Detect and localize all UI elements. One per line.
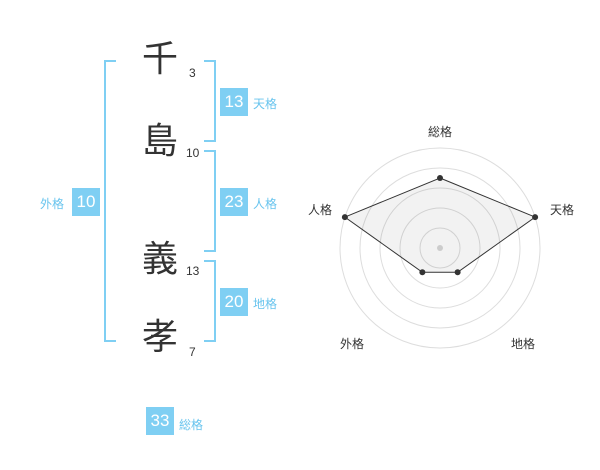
name-char-2: 島: [141, 121, 178, 162]
chikaku-label: 地格: [253, 297, 278, 311]
stroke-count-3: 13: [186, 264, 200, 278]
radar-point-0: [437, 175, 443, 181]
name-char-1: 千: [141, 39, 178, 80]
radar-ring: [399, 207, 481, 289]
radar-ring: [419, 227, 461, 269]
tenkaku-label: 天格: [253, 97, 278, 111]
radar-center: [437, 245, 443, 251]
radar-ring: [359, 167, 521, 329]
radar-point-3: [419, 269, 426, 276]
name-char-3: 義: [141, 239, 178, 280]
radar-point-1: [532, 214, 539, 221]
name-char-4: 孝: [141, 317, 178, 358]
radar-point-4: [341, 214, 348, 221]
jinkaku-value: 23: [220, 188, 248, 216]
tenkaku-value: 13: [220, 88, 248, 116]
stroke-count-1: 3: [189, 66, 196, 80]
stroke-count-2: 10: [186, 146, 200, 160]
soukaku-value: 33: [146, 407, 174, 435]
gaikaku-bracket: [104, 60, 116, 342]
soukaku-label: 総格: [179, 418, 204, 432]
jinkaku-label: 人格: [253, 197, 278, 211]
radar-label-tenkaku: 天格: [550, 203, 575, 217]
radar-ring: [379, 187, 501, 309]
gaikaku-label: 外格: [40, 197, 65, 211]
radar-series-area: [343, 177, 537, 273]
jinkaku-bracket: [204, 150, 216, 252]
chikaku-value: 20: [220, 288, 248, 316]
chikaku-bracket: [204, 260, 216, 342]
radar-label-gaikaku: 外格: [340, 337, 365, 351]
radar-ring: [339, 147, 541, 349]
stroke-count-4: 7: [189, 345, 196, 359]
gaikaku-value: 10: [72, 188, 100, 216]
radar-label-jinkaku: 人格: [308, 203, 333, 217]
radar-label-soukaku: 総格: [428, 125, 453, 139]
radar-label-chikaku: 地格: [511, 337, 536, 351]
tenkaku-bracket: [204, 60, 216, 142]
radar-point-2: [454, 269, 461, 276]
